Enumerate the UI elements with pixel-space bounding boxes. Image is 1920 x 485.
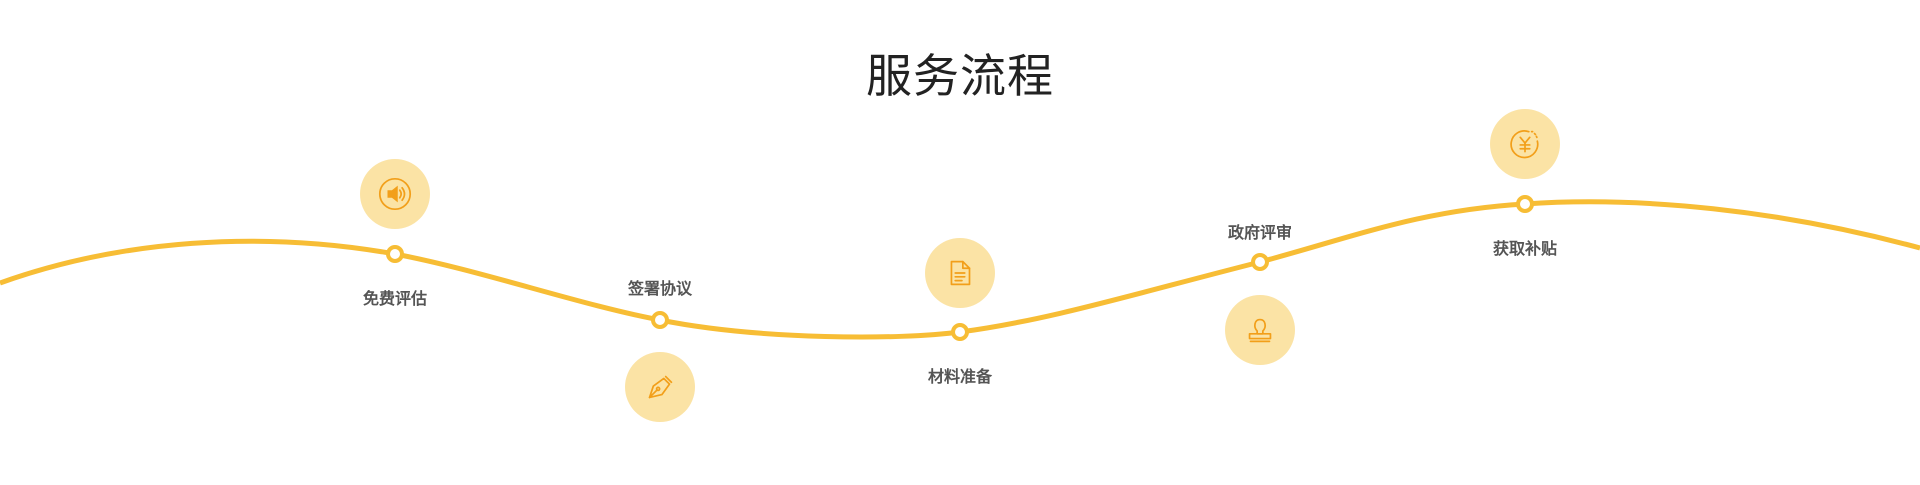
step-node-5 — [1516, 195, 1534, 213]
step-node-1 — [386, 245, 404, 263]
step-icon-5 — [1490, 109, 1560, 179]
stamp-icon — [1248, 318, 1272, 343]
step-label-3: 材料准备 — [927, 367, 992, 386]
step-icon-1 — [360, 159, 430, 229]
step-label-2: 签署协议 — [627, 279, 692, 298]
page-title: 服务流程 — [866, 49, 1054, 103]
step-label-5: 获取补贴 — [1492, 239, 1557, 258]
step-icon-4 — [1225, 295, 1295, 365]
step-icon-3 — [925, 238, 995, 308]
step-node-3 — [951, 323, 969, 341]
speaker-icon — [378, 177, 412, 211]
pen-nib-icon — [648, 375, 673, 399]
step-label-1: 免费评估 — [362, 289, 427, 308]
yuan-coin-icon — [1510, 130, 1539, 159]
step-label-4: 政府评审 — [1227, 223, 1292, 242]
step-node-2 — [651, 311, 669, 329]
step-node-4 — [1251, 253, 1269, 271]
document-icon — [950, 260, 971, 286]
step-icon-2 — [625, 352, 695, 422]
